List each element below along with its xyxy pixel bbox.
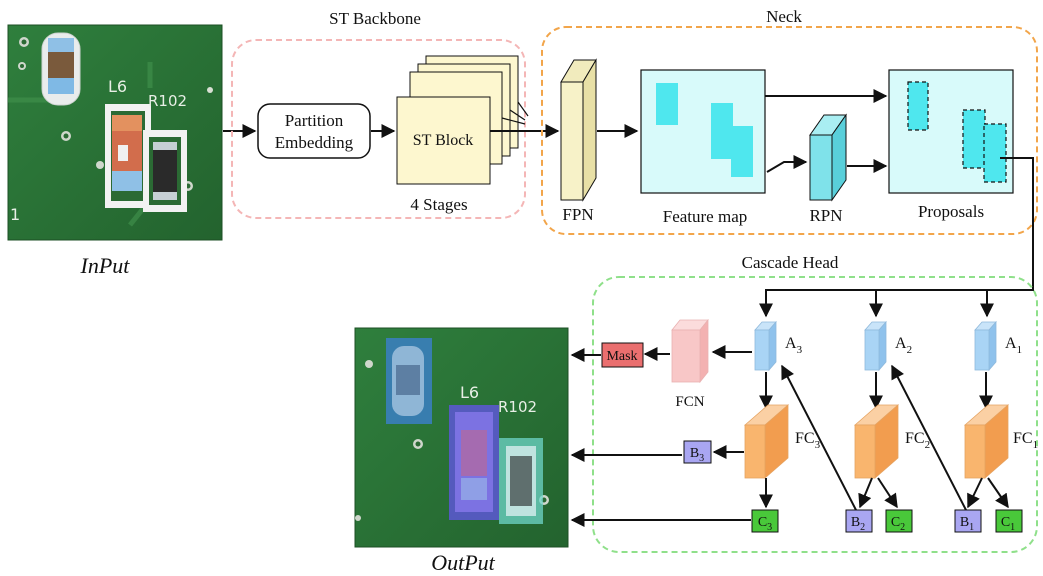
arrow-b2-to-a3 xyxy=(781,364,857,511)
b1-box xyxy=(954,509,982,533)
feature-patch-1 xyxy=(656,83,678,125)
stages-label: 4 Stages xyxy=(410,195,467,214)
a1-label: A1 xyxy=(1005,335,1022,356)
arrow-fc2-to-b2 xyxy=(858,477,873,509)
fc2-block xyxy=(853,404,900,479)
arrow-fc1-to-b1 xyxy=(967,477,983,509)
st-block-label: ST Block xyxy=(413,132,474,149)
fpn-label: FPN xyxy=(562,205,593,224)
arrow-fc2-to-c2 xyxy=(877,477,898,509)
rpn-label: RPN xyxy=(809,206,842,225)
arrow-fc1-to-c1 xyxy=(987,477,1009,509)
output-caption: OutPut xyxy=(431,550,495,575)
pcb-label-l6: L6 xyxy=(108,77,127,96)
stblock-out-line-2 xyxy=(509,109,526,121)
cascade-head-group: Cascade Head A3 A2 A1 xyxy=(592,253,1038,553)
pcb-label-r102: R102 xyxy=(148,92,187,110)
b2-box xyxy=(845,509,873,533)
feature-patch-2 xyxy=(711,103,733,159)
proposals-label: Proposals xyxy=(918,202,984,221)
proposal-box-1 xyxy=(907,81,929,131)
mask-box xyxy=(601,342,644,368)
rpn-block xyxy=(809,134,833,201)
partition-label-line1: Partition xyxy=(285,111,344,130)
feature-map-label: Feature map xyxy=(663,207,748,226)
feature-patch-3 xyxy=(731,126,753,177)
a1-block xyxy=(974,320,997,372)
b1-label: B1 xyxy=(960,515,974,533)
b3-box xyxy=(683,440,712,464)
fc3-label: FC3 xyxy=(795,430,821,451)
partition-label-line2: Embedding xyxy=(275,133,354,152)
fcn-label: FCN xyxy=(675,394,704,410)
c1-label: C1 xyxy=(1001,515,1015,533)
neck-title: Neck xyxy=(766,7,802,26)
st-block-layer-1 xyxy=(396,96,491,185)
partition-embedding-box xyxy=(257,103,371,159)
cascade-head-title: Cascade Head xyxy=(742,253,839,272)
output-pcb-label-l6: L6 xyxy=(460,383,479,402)
stblock-out-line-1 xyxy=(501,117,526,125)
output-pcb-label-r102: R102 xyxy=(498,398,537,416)
a3-label: A3 xyxy=(785,335,803,356)
c2-box xyxy=(885,509,913,533)
b2-label: B2 xyxy=(851,515,865,533)
a2-block xyxy=(864,320,887,372)
proposal-box-2 xyxy=(962,109,986,169)
arrow-feature-to-rpn xyxy=(766,155,808,173)
input-caption: InPut xyxy=(80,253,131,278)
fcn-block xyxy=(671,318,709,384)
c1-box xyxy=(995,509,1023,533)
output-image: L6 R102 xyxy=(354,327,569,548)
a2-label: A2 xyxy=(895,335,912,356)
arrow-b1-to-a2 xyxy=(891,364,967,511)
backbone-group: ST Backbone Partition Embedding ST Block… xyxy=(231,9,529,219)
mask-label: Mask xyxy=(606,349,637,364)
arrow-proposals-to-head xyxy=(759,157,1034,318)
backbone-title: ST Backbone xyxy=(329,9,421,28)
c2-label: C2 xyxy=(891,515,905,533)
fc3-block xyxy=(743,404,790,479)
fc1-label: FC1 xyxy=(1013,430,1038,451)
b3-label: B3 xyxy=(690,446,704,464)
c3-label: C3 xyxy=(758,515,772,533)
a3-block xyxy=(754,320,777,372)
stblock-out-line-3 xyxy=(517,101,529,117)
proposal-box-3 xyxy=(983,123,1007,183)
cascade-head-border xyxy=(592,276,1038,553)
input-image: L6 R102 1 xyxy=(7,24,223,241)
backbone-border xyxy=(231,39,526,219)
pcb-label-1: 1 xyxy=(10,205,20,224)
fpn-block xyxy=(560,81,584,201)
c3-box xyxy=(751,509,779,533)
neck-group: Neck FPN Feature map RPN Proposals xyxy=(541,7,1038,235)
neck-border xyxy=(541,26,1038,235)
fc1-block xyxy=(963,404,1010,479)
fc2-label: FC2 xyxy=(905,430,930,451)
